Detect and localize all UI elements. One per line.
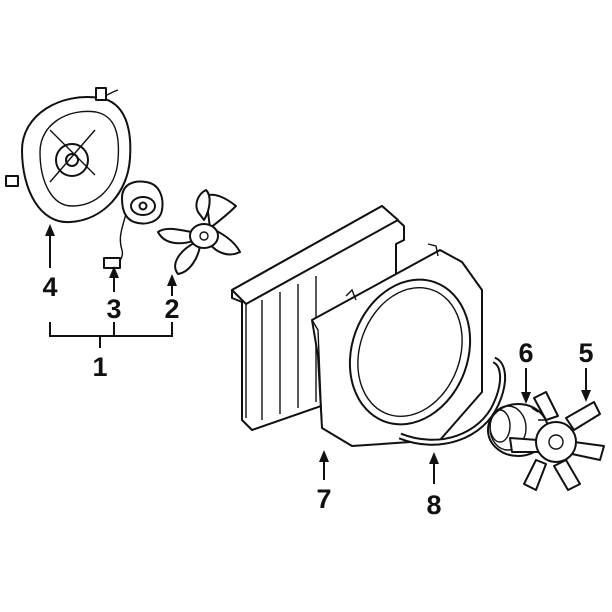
callout-4: 4 [42,272,57,302]
callout-2: 2 [164,294,179,324]
fan-motor [103,180,164,269]
callout-8: 8 [426,490,441,520]
mechanical-fan-blade [509,391,605,491]
electric-fan-blade [157,189,241,275]
shroud-seal-strip [398,356,506,446]
radiator-shroud [311,243,483,447]
callout-6: 6 [518,338,533,368]
callout-1: 1 [92,352,107,382]
leader-lines [45,224,591,484]
callout-5: 5 [578,338,593,368]
fan-shroud-assembly [5,87,132,224]
callout-7: 7 [316,484,331,514]
callout-3: 3 [106,294,121,324]
